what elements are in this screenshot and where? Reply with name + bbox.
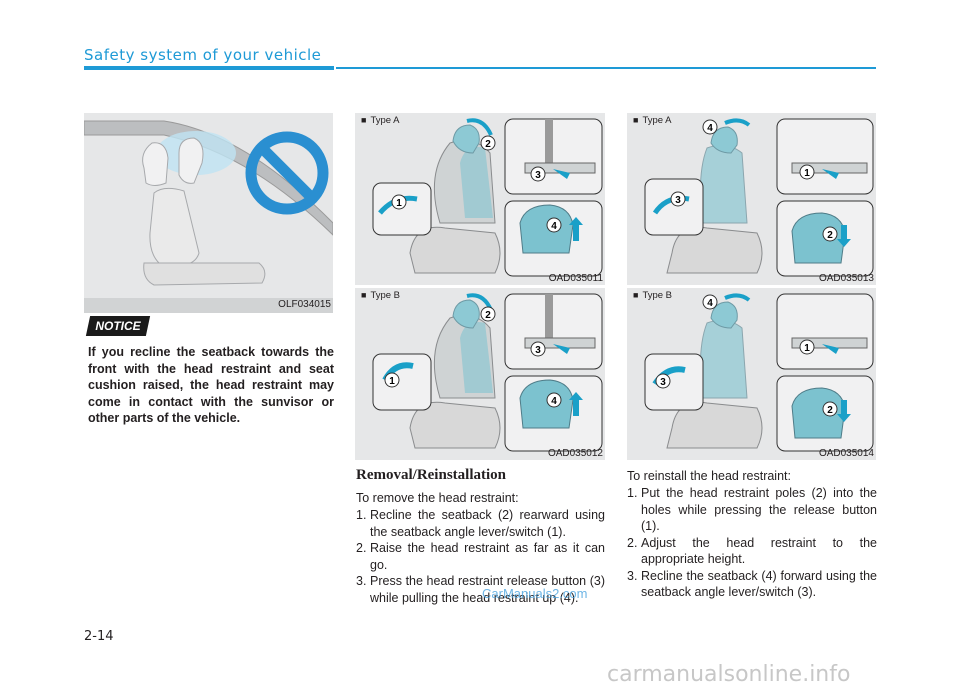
figure-reinstall-type-a: Type A 1 2 3 4 OAD035013 <box>627 113 876 285</box>
header-rule-thin <box>336 67 876 69</box>
callout-1: 1 <box>396 198 402 209</box>
figure-type-label: Type B <box>361 290 400 301</box>
figure-removal-type-b: Type B 1 2 3 4 OAD035012 <box>355 288 605 460</box>
list-item: 3.Press the head restraint release butto… <box>356 574 605 605</box>
watermark: CarManuals2.com <box>482 586 588 601</box>
figure-code: OAD035014 <box>818 448 874 459</box>
callout-1: 1 <box>389 376 395 387</box>
list-item: 1.Recline the seatback (2) rearward usin… <box>356 508 605 539</box>
list-item: 3.Recline the seatback (4) forward using… <box>627 568 877 600</box>
figure-removal-type-a: Type A 1 2 3 4 OAD035011 <box>355 113 605 285</box>
list-item: 2.Raise the head restraint as far as it … <box>356 541 605 572</box>
callout-1: 1 <box>804 343 810 354</box>
figure-type-label: Type A <box>361 115 399 126</box>
page-header-title: Safety system of your vehicle <box>84 46 322 64</box>
footer-brand[interactable]: carmanualsonline.info <box>607 662 851 687</box>
notice-badge: NOTICE <box>85 316 151 336</box>
figure-seat-recline-warning: OLF034015 <box>84 113 333 313</box>
list-item: 1.Put the head restraint poles (2) into … <box>627 486 877 533</box>
figure-code: OAD035013 <box>818 273 874 284</box>
callout-3: 3 <box>660 377 666 388</box>
reinstall-steps: 1.Put the head restraint poles (2) into … <box>627 485 877 601</box>
list-item: 2.Adjust the head restraint to the appro… <box>627 535 877 567</box>
page-number: 2-14 <box>84 629 114 644</box>
callout-4: 4 <box>551 221 557 232</box>
header-rule-thick <box>84 66 334 70</box>
figure-code: OLF034015 <box>278 299 331 310</box>
callout-4: 4 <box>707 298 713 309</box>
callout-3: 3 <box>675 195 681 206</box>
callout-4: 4 <box>551 396 557 407</box>
callout-2: 2 <box>827 230 833 241</box>
callout-2: 2 <box>827 405 833 416</box>
callout-1: 1 <box>804 168 810 179</box>
removal-intro: To remove the head restraint: <box>356 491 519 505</box>
callout-3: 3 <box>535 345 541 356</box>
callout-3: 3 <box>535 170 541 181</box>
reinstall-intro: To reinstall the head restraint: <box>627 469 791 483</box>
section-title: Removal/Reinstallation <box>356 467 506 483</box>
figure-code: OAD035012 <box>547 448 603 459</box>
figure-type-label: Type A <box>633 115 671 126</box>
figure-type-label: Type B <box>633 290 672 301</box>
callout-2: 2 <box>485 310 491 321</box>
figure-reinstall-type-b: Type B 1 2 3 4 OAD035014 <box>627 288 876 460</box>
callout-4: 4 <box>707 123 713 134</box>
notice-text: If you recline the seatback towards the … <box>88 345 334 425</box>
figure-code: OAD035011 <box>548 273 603 284</box>
callout-2: 2 <box>485 139 491 150</box>
notice-label: NOTICE <box>95 319 141 333</box>
removal-steps: 1.Recline the seatback (2) rearward usin… <box>356 507 605 606</box>
